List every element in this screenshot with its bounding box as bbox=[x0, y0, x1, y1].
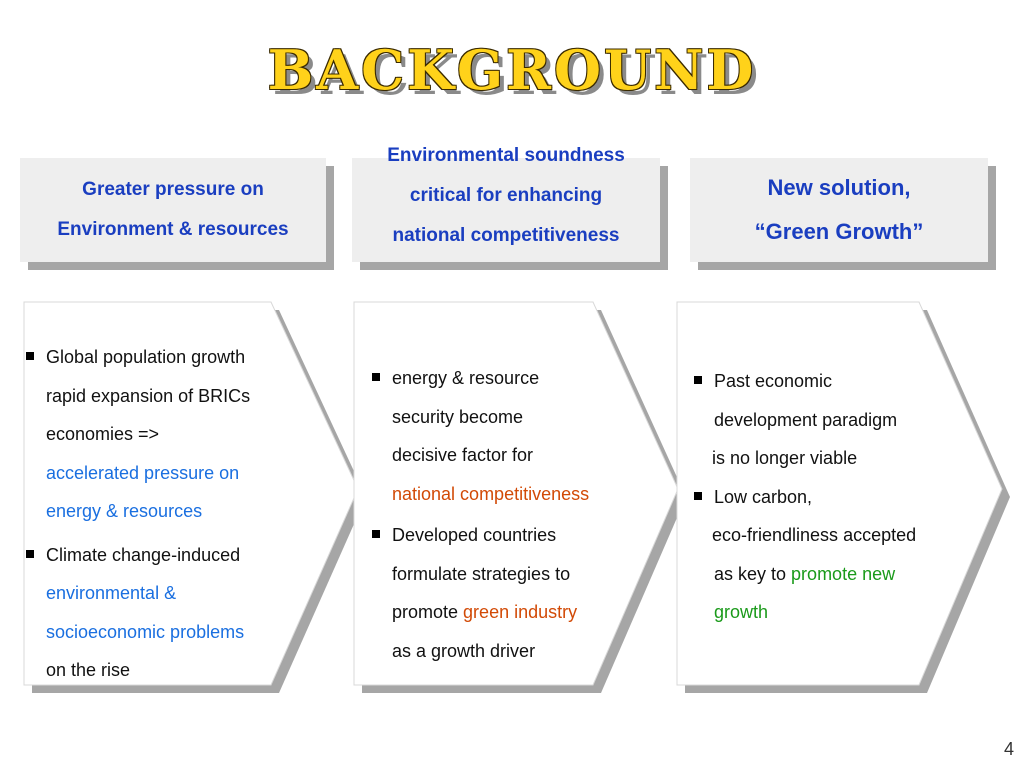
bullet-lowcarbon: Low carbon, eco-friendliness accepted as… bbox=[692, 478, 982, 632]
bullet-line: Developed countries bbox=[392, 525, 557, 545]
bullet-line: Low carbon, bbox=[714, 486, 813, 507]
highlight-text: accelerated pressure on bbox=[46, 462, 240, 483]
bullet-security: energy & resource security become decisi… bbox=[370, 359, 660, 513]
header-box-solution: New solution, “Green Growth” bbox=[690, 158, 988, 262]
column-soundness: energy & resource security become decisi… bbox=[370, 359, 660, 670]
bullet-line: Global population growth bbox=[46, 347, 246, 367]
bullet-line: eco-friendliness accepted bbox=[712, 525, 917, 545]
bullet-line: decisive factor for bbox=[392, 445, 534, 465]
chevron-box-2 bbox=[353, 301, 679, 686]
bullet-line: promote green industry bbox=[392, 593, 660, 632]
chevron-box-1 bbox=[23, 301, 359, 686]
bullet-developed: Developed countries formulate strategies… bbox=[370, 516, 660, 670]
bullet-line: formulate strategies to bbox=[392, 563, 571, 584]
header-line: Environment & resources bbox=[57, 219, 289, 240]
bullet-line: as key to promote new bbox=[714, 555, 982, 594]
bullet-line: Climate change-induced bbox=[46, 544, 241, 565]
highlight-text: socioeconomic problems bbox=[46, 621, 245, 642]
highlight-text: promote new bbox=[791, 563, 896, 584]
column-solution: Past economic development paradigm is no… bbox=[692, 362, 982, 632]
page-number: 4 bbox=[1003, 739, 1014, 759]
header-line: Environmental soundness bbox=[387, 145, 625, 166]
header-line: “Green Growth” bbox=[754, 219, 924, 244]
header-line: national competitiveness bbox=[392, 225, 620, 246]
bullet-line: energy & resource bbox=[392, 368, 540, 388]
header-line: critical for enhancing bbox=[409, 185, 603, 206]
bullet-text: promote bbox=[392, 602, 464, 622]
bullet-paradigm: Past economic development paradigm is no… bbox=[692, 362, 982, 478]
highlight-text: environmental & bbox=[46, 583, 177, 603]
bullet-line: economies => bbox=[46, 424, 160, 444]
bullet-line: is no longer viable bbox=[712, 448, 858, 468]
header-line: Greater pressure on bbox=[82, 179, 264, 200]
bullet-line: Past economic bbox=[714, 371, 833, 391]
bullet-line: development paradigm bbox=[714, 409, 898, 430]
highlight-text: national competitiveness bbox=[392, 483, 590, 504]
header-line: New solution, bbox=[767, 175, 911, 200]
bullet-line: security become bbox=[392, 406, 524, 427]
highlight-text: growth bbox=[714, 602, 769, 622]
chevron-box-3 bbox=[676, 301, 1003, 686]
column-pressure: Global population growth rapid expansion… bbox=[24, 338, 314, 690]
bullet-text: as key to bbox=[714, 563, 792, 584]
bullet-population: Global population growth rapid expansion… bbox=[24, 338, 314, 531]
header-box-pressure: Greater pressure on Environment & resour… bbox=[20, 158, 326, 262]
bullet-line: rapid expansion of BRICs bbox=[46, 385, 251, 406]
highlight-text: green industry bbox=[463, 602, 578, 622]
highlight-text: energy & resources bbox=[46, 501, 203, 521]
bullet-line: on the rise bbox=[46, 660, 131, 680]
bullet-line: as a growth driver bbox=[392, 640, 536, 661]
header-box-soundness: Environmental soundness critical for enh… bbox=[352, 145, 660, 262]
bullet-climate: Climate change-induced environmental & s… bbox=[24, 536, 314, 690]
page-title: BACKGROUND bbox=[267, 38, 757, 102]
